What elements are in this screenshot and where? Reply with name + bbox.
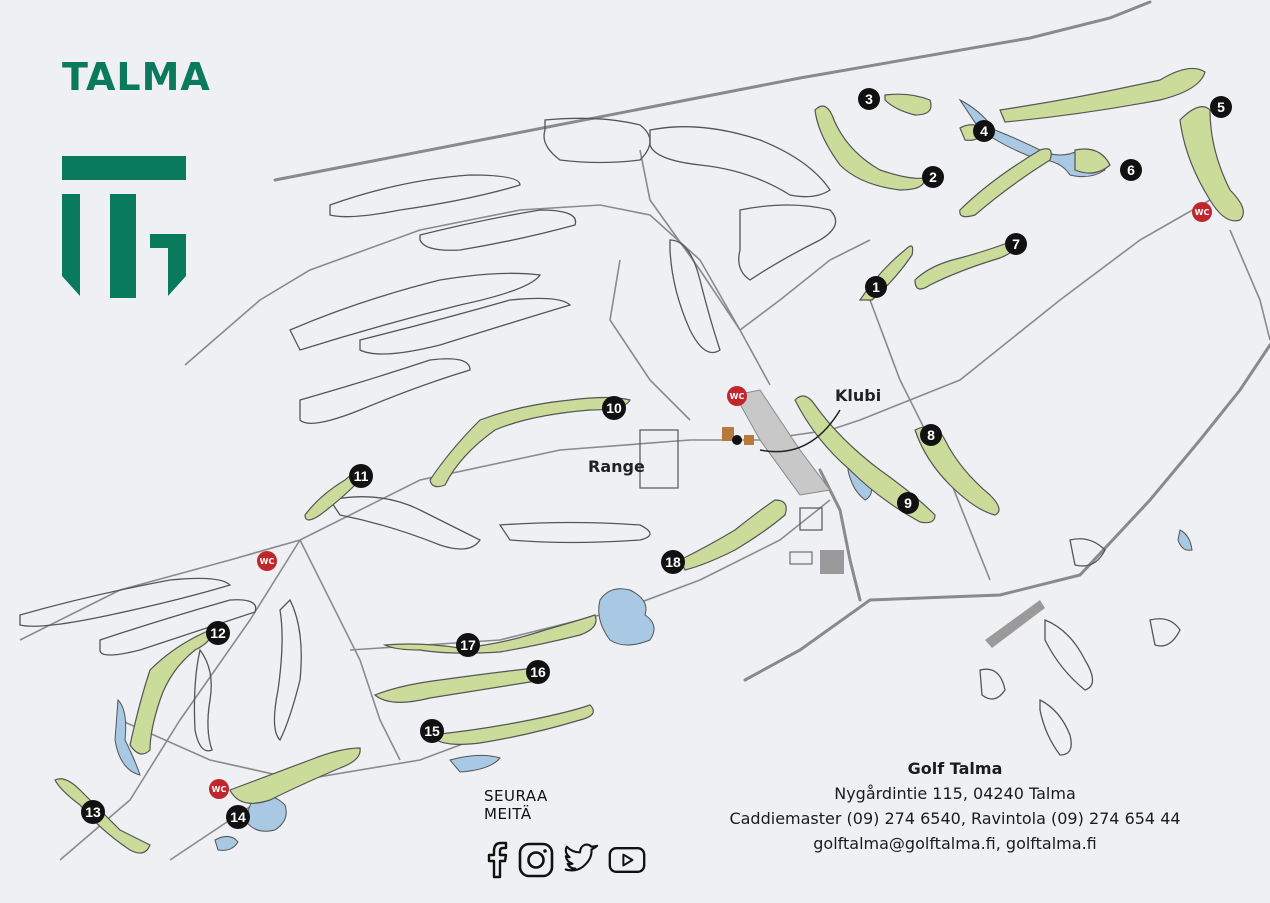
clubhouse-label: Klubi	[835, 386, 881, 405]
svg-text:9: 9	[904, 495, 912, 511]
fairway-6	[1074, 148, 1111, 174]
fairway-17	[382, 614, 597, 654]
hole-badge-17[interactable]: 17	[456, 633, 480, 657]
svg-text:3: 3	[865, 91, 873, 107]
social-title: SEURAA MEITÄ	[484, 787, 548, 823]
fairway-12	[129, 629, 212, 755]
wc-marker: WC	[1192, 202, 1212, 222]
svg-text:2: 2	[929, 169, 937, 185]
social-section: SEURAA MEITÄ	[484, 787, 646, 879]
fairway-2	[814, 105, 926, 191]
fairways	[54, 67, 1244, 854]
talma-logo-icon	[62, 156, 186, 350]
wc-marker: WC	[209, 779, 229, 799]
fairway-16	[373, 667, 540, 703]
hole-badge-1[interactable]: 1	[865, 276, 887, 298]
fairway-6b	[959, 148, 1052, 218]
svg-text:18: 18	[665, 554, 681, 570]
wc-marker: WC	[257, 551, 277, 571]
hole-badges: 1 2 3 4 5 6 7 8 9 10 11 12 13 14 15 16 1…	[81, 88, 1232, 829]
svg-text:14: 14	[230, 809, 246, 825]
fairway-15	[428, 704, 594, 745]
svg-text:10: 10	[606, 400, 622, 416]
brand-logo: TALMA	[62, 55, 211, 350]
fairway-7	[914, 239, 1017, 290]
clubhouse-area	[639, 389, 1045, 648]
hole-badge-4[interactable]: 4	[973, 120, 995, 142]
svg-text:4: 4	[980, 123, 988, 139]
hole-badge-3[interactable]: 3	[858, 88, 880, 110]
svg-text:8: 8	[927, 427, 935, 443]
other-fairways	[19, 117, 1181, 756]
svg-text:15: 15	[424, 723, 440, 739]
water-hazards	[114, 98, 1193, 851]
svg-text:WC: WC	[260, 557, 275, 566]
hole-badge-16[interactable]: 16	[526, 660, 550, 684]
hole-badge-5[interactable]: 5	[1210, 96, 1232, 118]
hole-badge-18[interactable]: 18	[661, 550, 685, 574]
svg-text:7: 7	[1012, 236, 1020, 252]
social-icons	[484, 841, 646, 879]
hole-badge-6[interactable]: 6	[1120, 159, 1142, 181]
club-phones: Caddiemaster (09) 274 6540, Ravintola (0…	[729, 809, 1181, 828]
hole-badge-9[interactable]: 9	[897, 492, 919, 514]
fairway-14	[229, 747, 361, 804]
svg-text:13: 13	[85, 804, 101, 820]
club-address: Nygårdintie 115, 04240 Talma	[834, 784, 1076, 803]
hole-badge-7[interactable]: 7	[1005, 233, 1027, 255]
instagram-icon[interactable]	[518, 841, 554, 879]
svg-text:1: 1	[872, 279, 880, 295]
range-label: Range	[588, 457, 645, 476]
club-web[interactable]: golftalma@golftalma.fi, golftalma.fi	[813, 834, 1097, 853]
cart-paths	[19, 149, 1270, 861]
youtube-icon[interactable]	[608, 841, 646, 879]
fairway-8	[914, 426, 1000, 516]
contact-block: Golf Talma Nygårdintie 115, 04240 Talma …	[700, 756, 1210, 856]
svg-text:6: 6	[1127, 162, 1135, 178]
facebook-icon[interactable]	[484, 841, 510, 879]
twitter-icon[interactable]	[562, 841, 600, 879]
hole-badge-8[interactable]: 8	[920, 424, 942, 446]
svg-text:WC: WC	[212, 785, 227, 794]
fairway-3	[884, 93, 932, 116]
svg-text:16: 16	[530, 664, 546, 680]
wc-marker: WC	[727, 386, 747, 406]
svg-text:5: 5	[1217, 99, 1225, 115]
fairway-5	[999, 67, 1206, 123]
svg-text:12: 12	[210, 625, 226, 641]
hole-badge-10[interactable]: 10	[602, 396, 626, 420]
hole-badge-14[interactable]: 14	[226, 805, 250, 829]
svg-text:WC: WC	[730, 392, 745, 401]
fairway-9	[794, 395, 936, 524]
hole-badge-15[interactable]: 15	[420, 719, 444, 743]
hole-badge-13[interactable]: 13	[81, 800, 105, 824]
brand-name: TALMA	[62, 55, 211, 99]
fairway-18	[679, 499, 787, 571]
club-name: Golf Talma	[907, 759, 1003, 778]
svg-text:11: 11	[354, 468, 369, 484]
wc-markers: WC WC WC WC	[209, 202, 1212, 799]
hole-badge-11[interactable]: 11	[349, 464, 373, 488]
fairway-5b	[1179, 106, 1244, 222]
svg-text:17: 17	[460, 637, 476, 653]
svg-text:WC: WC	[1195, 208, 1210, 217]
hole-badge-2[interactable]: 2	[922, 166, 944, 188]
hole-badge-12[interactable]: 12	[206, 621, 230, 645]
